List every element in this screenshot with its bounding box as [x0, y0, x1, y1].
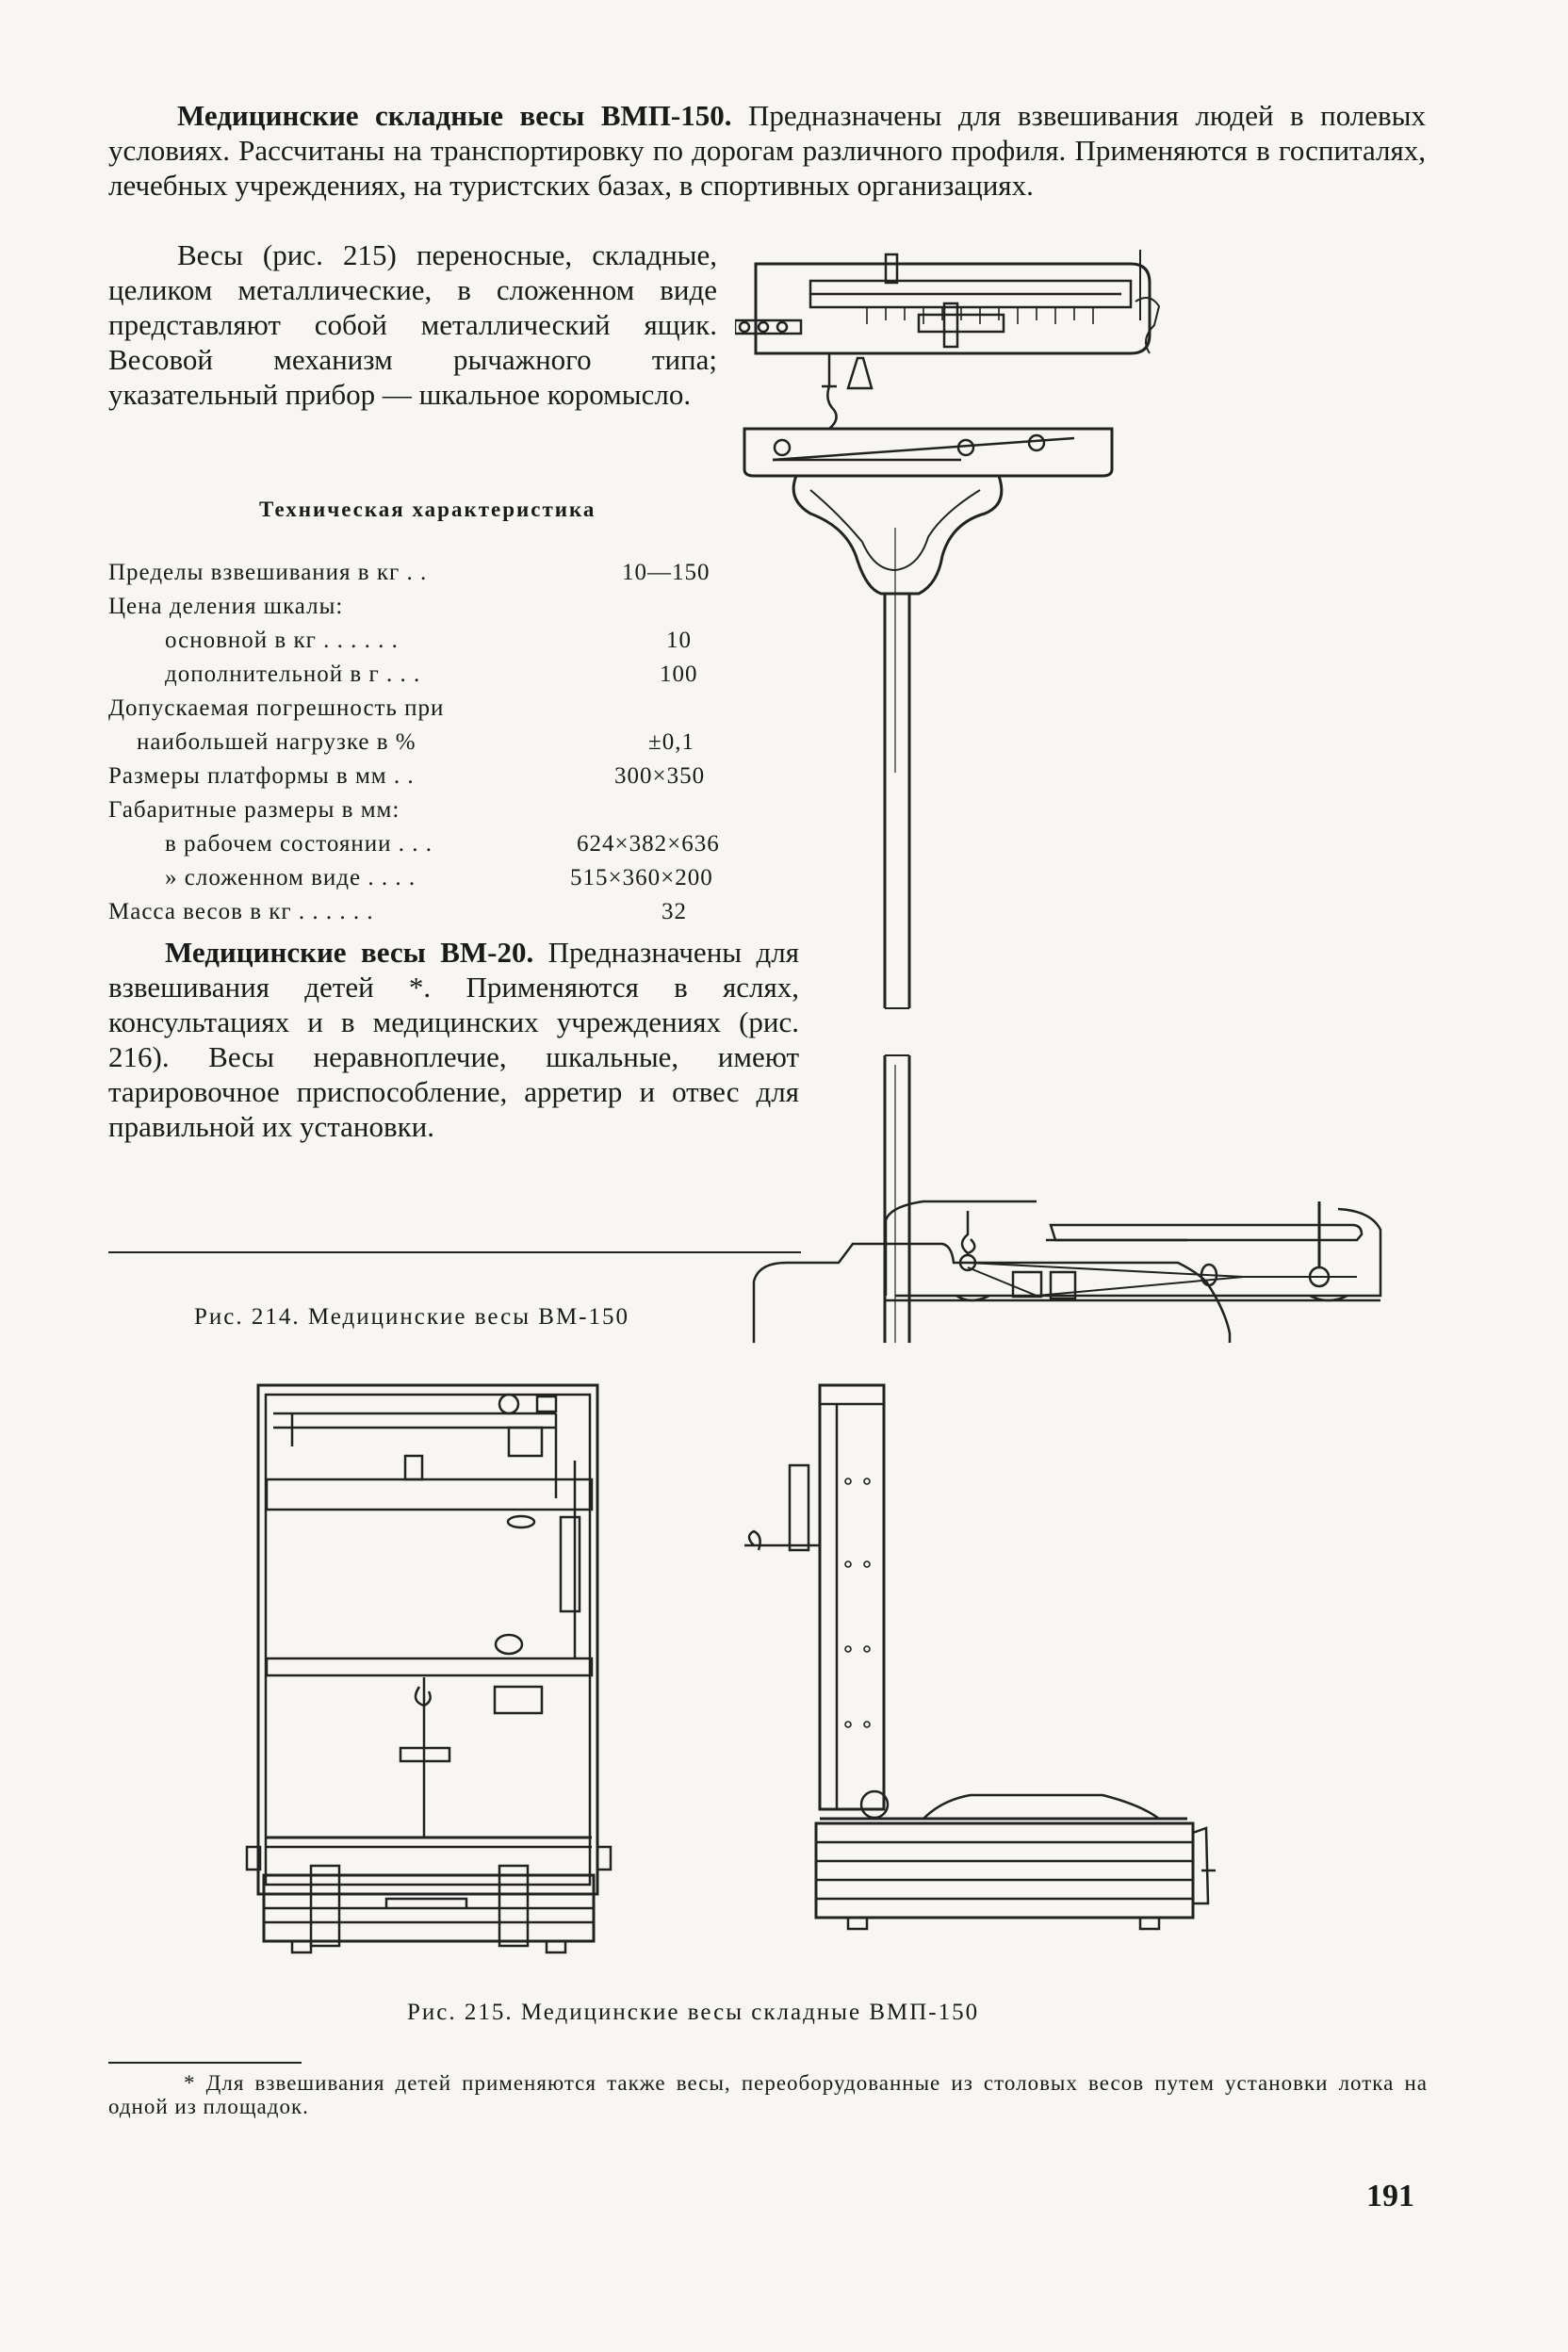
spec-row-value: 32 — [662, 899, 687, 924]
fig214-scale-drawing — [735, 250, 1364, 1343]
vm20-heading: Медицинские весы ВМ-20. — [165, 936, 534, 969]
spec-row-label: Цена деления шкалы: — [108, 594, 344, 619]
footnote-text: * Для взвешивания детей применяются такж… — [108, 2071, 1428, 2118]
footnote-rule — [108, 2062, 302, 2064]
fig215-folded-drawing — [245, 1383, 612, 1954]
intro-paragraph: Медицинские складные весы ВМП-150. Предн… — [108, 98, 1426, 203]
vm20-paragraph: Медицинские весы ВМ-20. Предназначены дл… — [108, 935, 799, 1144]
page-number: 191 — [1366, 2179, 1414, 2213]
spec-row-label: дополнительной в г . . . — [165, 662, 421, 687]
spec-row-label: » сложенном виде . . . . — [165, 865, 416, 890]
fig214-caption: Рис. 214. Медицинские весы ВМ-150 — [194, 1304, 629, 1330]
spec-row-label: Размеры платформы в мм . . — [108, 763, 415, 789]
spec-row-value: 624×382×636 — [577, 831, 720, 857]
spec-row-value: 515×360×200 — [570, 865, 713, 890]
fig214-base-drawing — [884, 1200, 1382, 1302]
footnote: * Для взвешивания детей применяются такж… — [108, 2071, 1428, 2118]
fig215-side-drawing — [744, 1383, 1216, 1931]
spec-row-label: основной в кг . . . . . . — [165, 628, 399, 653]
fig215-caption: Рис. 215. Медицинские весы складные ВМП-… — [407, 2000, 980, 2025]
spec-row-value: 10—150 — [622, 560, 710, 585]
spec-row-value: 10 — [666, 628, 692, 653]
description-text: Весы (рис. 215) переносные, складные, це… — [108, 238, 717, 411]
intro-heading: Медицинские складные весы ВМП-150. — [177, 99, 732, 132]
description-paragraph: Весы (рис. 215) переносные, складные, це… — [108, 237, 717, 412]
spec-row-label: в рабочем состоянии . . . — [165, 831, 433, 857]
spec-row-label: Допускаемая погрешность при — [108, 695, 445, 721]
spec-row-label: Пределы взвешивания в кг . . — [108, 560, 428, 585]
spec-row-label: Масса весов в кг . . . . . . — [108, 899, 374, 924]
vm20-text: Предназначены для взвешивания детей *. П… — [108, 936, 800, 1143]
spec-row-label: наибольшей нагрузке в % — [137, 729, 416, 755]
spec-row-value: 300×350 — [614, 763, 706, 789]
spec-title: Техническая характеристика — [259, 498, 596, 521]
spec-row-label: Габаритные размеры в мм: — [108, 797, 400, 823]
separator-rule — [108, 1251, 801, 1253]
intro-text: Предназначены для взвешивания людей в по… — [108, 99, 1427, 202]
spec-row-value: ±0,1 — [648, 729, 694, 755]
spec-row-value: 100 — [660, 662, 698, 687]
